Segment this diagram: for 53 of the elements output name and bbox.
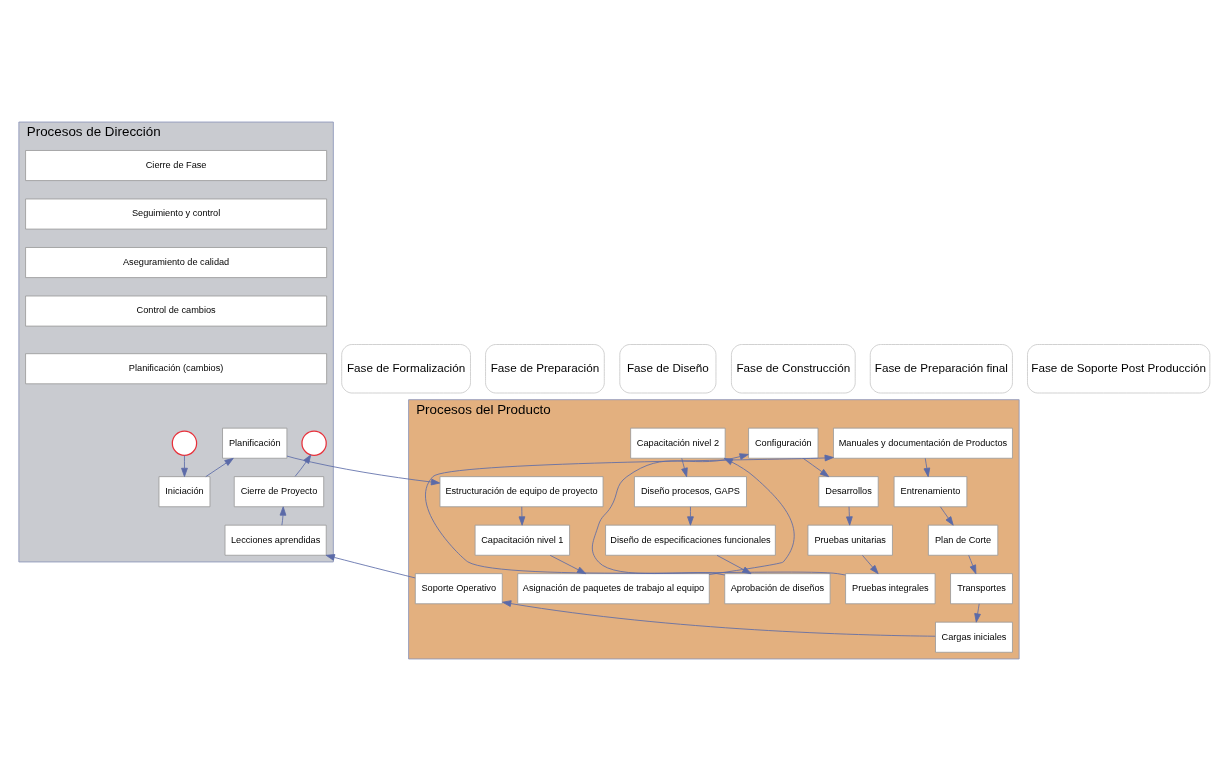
node-box: Plan de Corte xyxy=(927,524,999,556)
node-box: Transportes xyxy=(950,572,1013,604)
node-box: Lecciones aprendidas xyxy=(224,524,327,556)
arrow xyxy=(549,554,587,574)
node-box: Aseguramiento de calidad xyxy=(25,246,328,278)
node-box: Cierre de Proyecto xyxy=(233,475,325,507)
arrow xyxy=(940,505,954,526)
node-box: Diseño de especificaciones funcionales xyxy=(605,524,776,556)
node-box: Fase de Formalización xyxy=(341,343,471,393)
node-box: Diseño procesos, GAPS xyxy=(634,475,747,507)
arrow xyxy=(294,453,312,477)
node-box: Planificación (cambios) xyxy=(25,352,328,384)
arrow xyxy=(716,554,752,574)
node-box: Seguimiento y control xyxy=(25,198,328,229)
arrow xyxy=(802,457,830,477)
arrow xyxy=(325,553,416,578)
arrow xyxy=(681,457,688,477)
node-box: Pruebas unitarias xyxy=(807,524,893,556)
node-box: Entrenamiento xyxy=(893,475,968,507)
arrow xyxy=(205,457,234,477)
arrow xyxy=(687,505,694,526)
node-box: Estructuración de equipo de proyecto xyxy=(439,475,604,507)
node-box: Cierre de Fase xyxy=(25,149,328,181)
node-box: Configuración xyxy=(748,427,819,459)
node-box: Fase de Preparación xyxy=(485,343,605,393)
node-box: Planificación xyxy=(222,427,288,459)
arrow xyxy=(923,457,931,477)
node-circle xyxy=(171,429,198,456)
arrow xyxy=(502,599,936,637)
arrow xyxy=(968,554,977,574)
arrow xyxy=(181,454,188,477)
node-box: Soporte Operativo xyxy=(414,572,503,604)
node-box: Fase de Preparación final xyxy=(869,343,1013,393)
arrow xyxy=(279,505,287,526)
node-box: Capacitación nivel 1 xyxy=(474,524,570,556)
node-box: Capacitación nivel 2 xyxy=(630,427,726,459)
node-box: Cargas iniciales xyxy=(935,621,1013,653)
node-box: Fase de Construcción xyxy=(731,343,856,393)
node-box: Aprobación de diseños xyxy=(724,572,831,604)
node-circle xyxy=(301,429,327,456)
node-box: Iniciación xyxy=(158,475,211,507)
arrow xyxy=(286,455,441,485)
node-box: Pruebas integrales xyxy=(845,572,936,604)
node-box: Fase de Diseño xyxy=(619,343,717,393)
node-box: Asignación de paquetes de trabajo al equipo xyxy=(517,572,710,604)
node-box: Manuales y documentación de Productos xyxy=(833,427,1013,459)
arrow xyxy=(518,505,526,526)
arrow xyxy=(846,505,853,526)
node-box: Fase de Soporte Post Producción xyxy=(1027,343,1211,393)
node-box: Desarrollos xyxy=(818,475,879,507)
node-box: Control de cambios xyxy=(25,295,328,327)
arrow xyxy=(862,554,879,574)
arrow xyxy=(974,602,981,623)
